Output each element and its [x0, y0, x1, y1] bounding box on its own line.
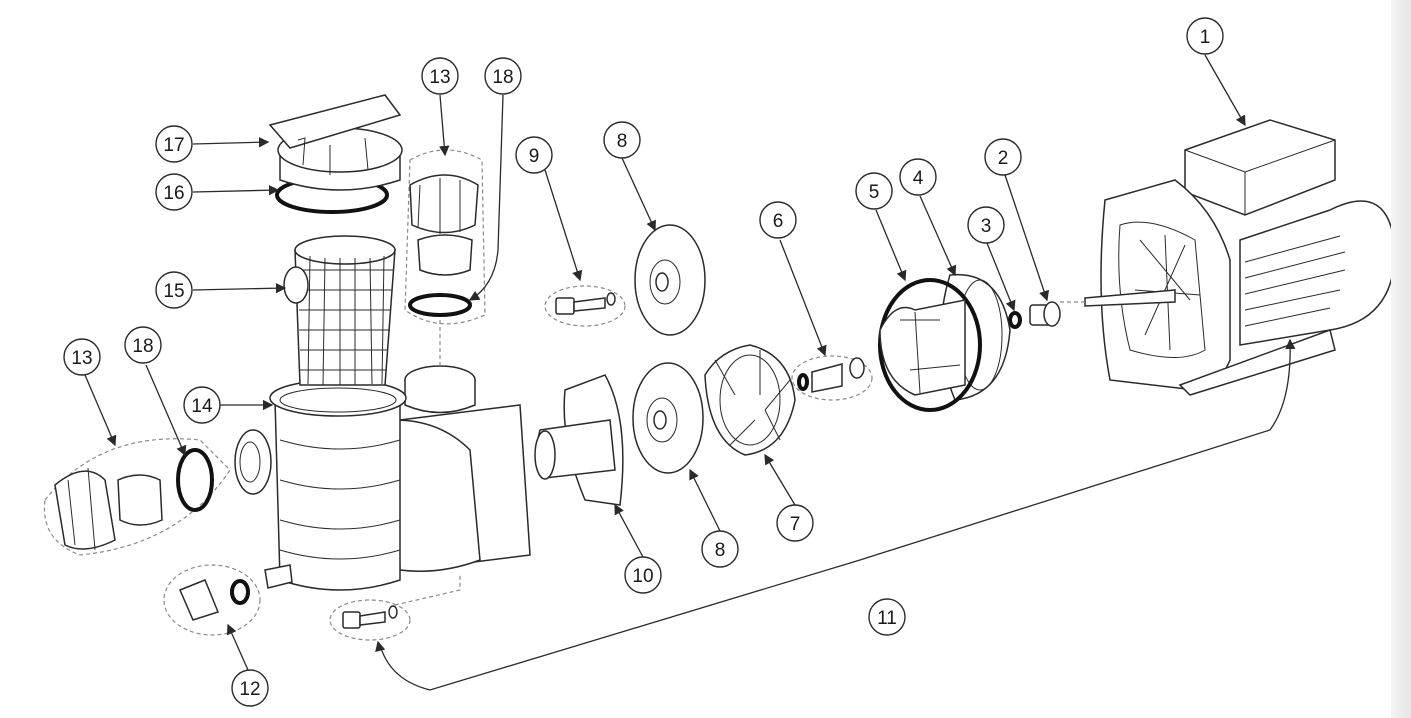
callout-label-15: 15: [163, 281, 184, 302]
impeller-upper: [634, 224, 706, 336]
callout-label-18-left: 18: [132, 336, 153, 357]
impeller-screw-group: [544, 285, 626, 327]
assembly-lines: [394, 320, 461, 606]
callout-label-4: 4: [913, 168, 924, 189]
callout-label-5: 5: [869, 182, 880, 203]
impeller-lower: [632, 362, 704, 474]
diffuser-cover: [878, 278, 982, 412]
callout-label-9: 9: [529, 146, 540, 167]
union-group-left: [43, 438, 231, 556]
shaft-seal-plate: [1008, 301, 1061, 329]
shaft-seal-group: [791, 355, 873, 401]
drain-plug-group: [163, 564, 261, 636]
callout-label-13-top: 13: [429, 67, 450, 88]
callout-label-1: 1: [1200, 27, 1211, 48]
diffuser: [704, 344, 796, 456]
callout-label-8-lower: 8: [715, 540, 726, 561]
callout-2: 2: [984, 138, 1022, 176]
callout-18-top: 18: [484, 57, 522, 95]
callout-6: 6: [759, 201, 797, 239]
pump-body: [234, 365, 531, 591]
callout-label-16: 16: [163, 183, 184, 204]
callout-14: 14: [183, 386, 221, 424]
callout-8-upper: 8: [603, 121, 641, 159]
callout-label-10: 10: [632, 566, 653, 587]
union-group-top: [404, 149, 486, 325]
callout-label-13-left: 13: [71, 348, 92, 369]
bolt-group: [329, 599, 411, 641]
callout-4: 4: [899, 158, 937, 196]
callout-label-2: 2: [998, 148, 1009, 169]
motor: [1060, 119, 1396, 396]
callout-label-17: 17: [163, 135, 184, 156]
callout-1: 1: [1186, 17, 1224, 55]
callout-15: 15: [155, 271, 193, 309]
callout-12: 12: [231, 669, 269, 707]
callout-label-8-upper: 8: [617, 131, 628, 152]
callout-label-14: 14: [191, 396, 213, 417]
callout-17: 17: [155, 125, 193, 163]
callout-11-leader: [379, 338, 1296, 691]
strainer-lid: [268, 94, 403, 191]
callout-18-left: 18: [124, 326, 162, 364]
callout-5: 5: [855, 172, 893, 210]
callout-8-lower: 8: [701, 530, 739, 568]
callout-9: 9: [515, 136, 553, 174]
callout-10: 10: [624, 556, 662, 594]
strainer-basket: [283, 235, 396, 386]
callout-label-6: 6: [773, 211, 784, 232]
callout-label-12: 12: [239, 679, 260, 700]
volute-nozzle: [534, 374, 624, 506]
callout-13-left: 13: [63, 338, 101, 376]
callout-label-7: 7: [790, 514, 801, 535]
leader-lines: [84, 54, 1246, 671]
callout-label-3: 3: [981, 216, 992, 237]
callout-16: 16: [155, 173, 193, 211]
callout-11: 11: [868, 598, 906, 636]
callout-13-top: 13: [421, 57, 459, 95]
callout-3: 3: [967, 206, 1005, 244]
callout-label-18-top: 18: [492, 67, 513, 88]
callout-label-11: 11: [877, 608, 897, 629]
callout-7: 7: [776, 504, 814, 542]
